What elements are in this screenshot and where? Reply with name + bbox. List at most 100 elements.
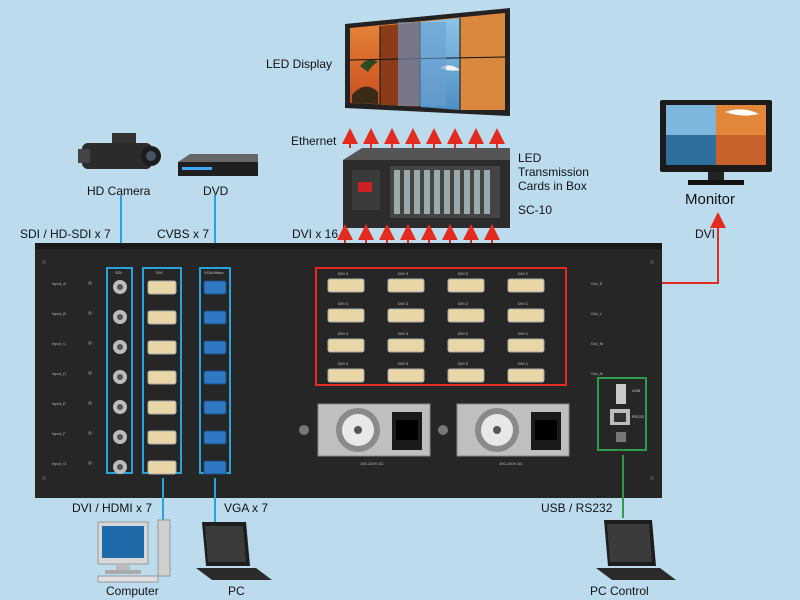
ethernet-label: Ethernet xyxy=(291,134,337,148)
dvi-output-port xyxy=(387,308,425,323)
monitor-label: Monitor xyxy=(685,191,735,208)
dvi-output-port xyxy=(507,278,545,293)
dvi-input-ports xyxy=(147,280,177,475)
panel-screw xyxy=(88,311,92,315)
ethernet-arrows xyxy=(342,128,505,148)
dvi-header-label: DVI xyxy=(156,270,163,275)
panel-screw xyxy=(88,401,92,405)
bnc-port-center xyxy=(117,344,123,350)
dvd-label: DVD xyxy=(203,184,229,198)
dvi-output-port xyxy=(507,308,545,323)
led-display-wall xyxy=(345,8,510,116)
dvi-output-label: DVI 1 xyxy=(518,301,529,306)
dvi-input-port xyxy=(147,370,177,385)
panel-screw xyxy=(88,371,92,375)
dvi-output-port xyxy=(387,338,425,353)
sdi-ports xyxy=(113,280,127,474)
dvi-output-outline xyxy=(315,267,567,386)
vga-header-label: VGA/Video xyxy=(204,270,224,275)
usb-port-label: USB xyxy=(632,388,641,393)
input-label: Input_B xyxy=(52,311,66,316)
rs232-port-label: RS232 xyxy=(632,414,645,419)
dvi-output-label: DVI 4 xyxy=(338,271,349,276)
dvi-output-port xyxy=(387,368,425,383)
computer-label: Computer xyxy=(106,584,159,598)
dvi-input-port xyxy=(147,400,177,415)
dvi-hdmi-count-label: DVI / HDMI x 7 xyxy=(72,501,152,515)
input-label: Input_C xyxy=(52,341,66,346)
psu-2-label: 100-240V AC xyxy=(499,461,523,466)
hd-camera-icon xyxy=(78,133,161,169)
vga-ports xyxy=(203,280,227,475)
dvi-output-port xyxy=(507,368,545,383)
led-cards-label-2: Transmission xyxy=(518,165,589,179)
pc-label: PC xyxy=(228,584,245,598)
pc-laptop-icon xyxy=(196,522,272,580)
pc-control-label: PC Control xyxy=(590,584,649,598)
dvd-icon xyxy=(178,154,258,176)
panel-screw xyxy=(88,281,92,285)
dvi-output-label: DVI 2 xyxy=(458,331,469,336)
power-supply-1 xyxy=(299,403,431,457)
bnc-port-center xyxy=(117,314,123,320)
dvi-out-label: DVI xyxy=(695,227,715,241)
dvi-output-port xyxy=(507,338,545,353)
panel-screw xyxy=(88,431,92,435)
dvi-output-label: DVI 4 xyxy=(338,331,349,336)
sc10-label: SC-10 xyxy=(518,203,552,217)
dvi-output-port xyxy=(447,368,485,383)
power-supply-2 xyxy=(438,403,570,457)
psu-1-label: 100-240V AC xyxy=(360,461,384,466)
led-transmission-box xyxy=(343,148,510,228)
dvi-input-port xyxy=(147,460,177,475)
dvi-output-port xyxy=(447,278,485,293)
vga-port xyxy=(203,340,227,355)
dvi-output-port xyxy=(447,338,485,353)
dvi-count-label: DVI x 16 xyxy=(292,227,338,241)
dvi-output-port xyxy=(447,308,485,323)
vga-port xyxy=(203,400,227,415)
dvi-output-port xyxy=(327,368,365,383)
control-port-outline xyxy=(597,377,647,451)
control-ports xyxy=(610,384,630,442)
monitor xyxy=(660,100,772,185)
computer-icon xyxy=(97,519,171,583)
usb-rs232-label: USB / RS232 xyxy=(541,501,613,515)
dvi-output-label: DVI 3 xyxy=(398,361,409,366)
vga-port xyxy=(203,280,227,295)
output-label: Out_K xyxy=(591,281,603,286)
sdi-count-label: SDI / HD-SDI x 7 xyxy=(20,227,111,241)
input-label: Input_E xyxy=(52,401,66,406)
dvi-output-port xyxy=(387,278,425,293)
dvi-output-label: DVI 1 xyxy=(518,271,529,276)
led-cards-label-1: LED xyxy=(518,151,542,165)
led-display-label: LED Display xyxy=(266,57,332,71)
dvi-output-label: DVI 1 xyxy=(518,361,529,366)
vga-port xyxy=(203,370,227,385)
input-label: Input_G xyxy=(52,461,66,466)
input-labels: Input_AInput_BInput_CInput_DInput_EInput… xyxy=(52,281,92,466)
dvi-input-port xyxy=(147,430,177,445)
vga-port xyxy=(203,310,227,325)
vga-count-label: VGA x 7 xyxy=(224,501,268,515)
panel-screw xyxy=(88,341,92,345)
bnc-port-center xyxy=(117,374,123,380)
dvi-input-port xyxy=(147,340,177,355)
dvi-output-label: DVI 3 xyxy=(398,301,409,306)
dvi-output-label: DVI 3 xyxy=(398,331,409,336)
dvi-output-label: DVI 2 xyxy=(458,301,469,306)
dvi-input-port xyxy=(147,310,177,325)
dvi-output-port xyxy=(327,278,365,293)
dvi-output-label: DVI 4 xyxy=(338,361,349,366)
dvi-output-ports: DVI 4 DVI 3 DVI 2 DVI 1 DVI 4 DVI 3 DVI 2 DVI 1… xyxy=(327,271,545,383)
vga-port xyxy=(203,430,227,445)
vga-port xyxy=(203,460,227,475)
input-label: Input_F xyxy=(52,431,66,436)
output-label: Out_N xyxy=(591,371,603,376)
dvi-output-label: DVI 3 xyxy=(398,271,409,276)
led-cards-label-3: Cards in Box xyxy=(518,179,587,193)
pc-control-laptop-icon xyxy=(596,520,676,580)
dvi-output-label: DVI 2 xyxy=(458,271,469,276)
panel-screw xyxy=(88,461,92,465)
